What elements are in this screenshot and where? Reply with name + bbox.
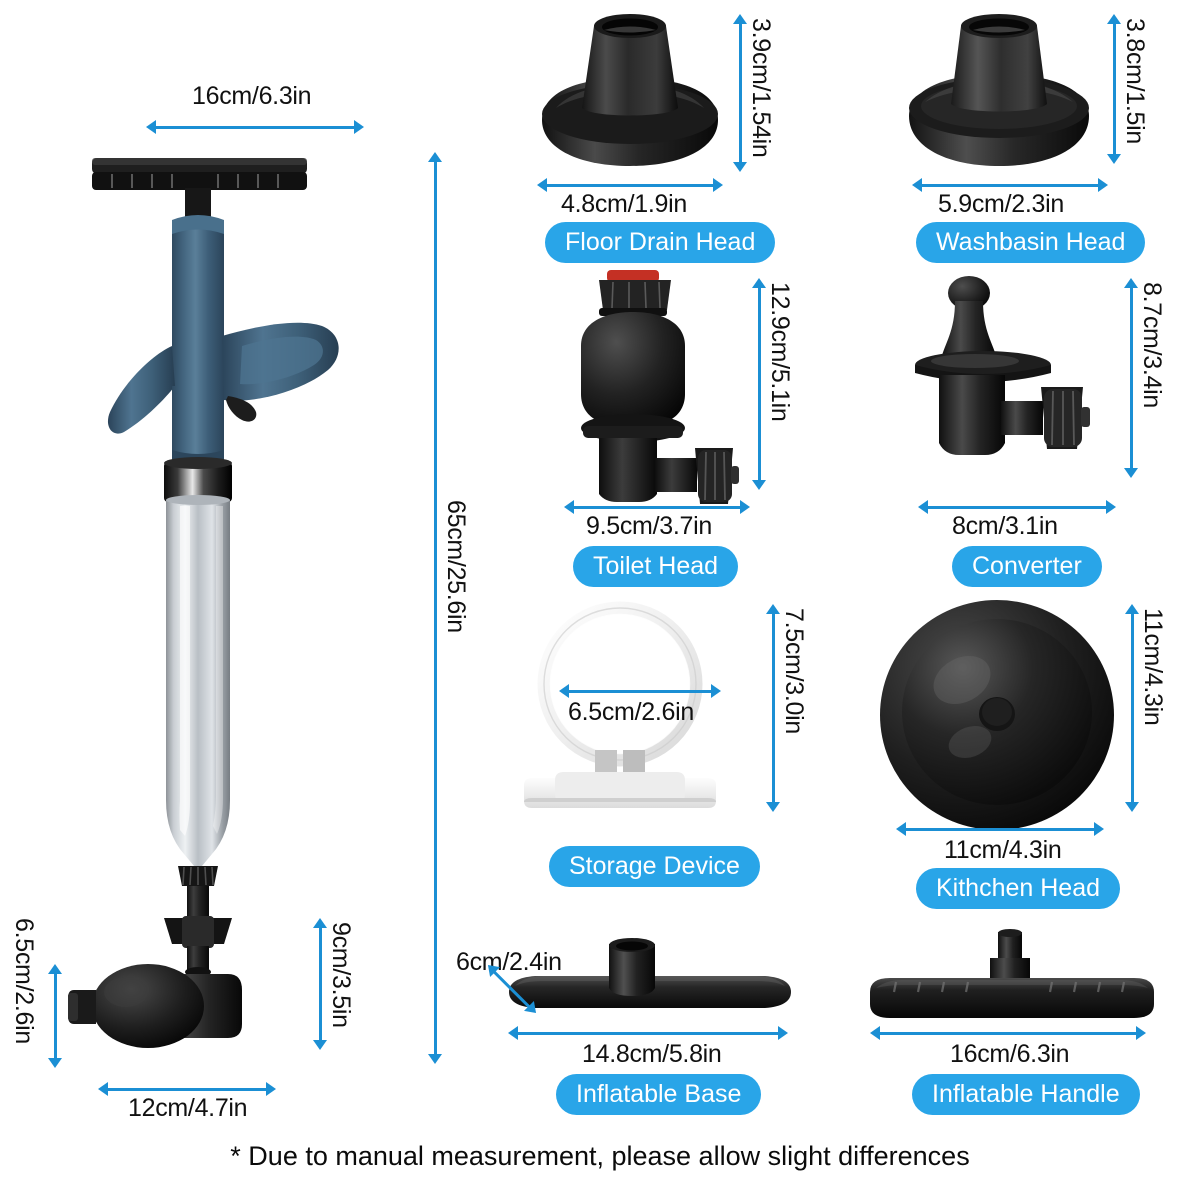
arrow-toilet-head-height (752, 278, 766, 490)
dim-pump-nozzle-height: 9cm/3.5in (327, 922, 355, 1028)
dim-pump-head-height: 6.5cm/2.6in (10, 918, 38, 1044)
dim-pump-handle-width: 16cm/6.3in (192, 82, 312, 110)
dim-storage-height: 7.5cm/3.0in (780, 608, 808, 734)
storage-device-illustration (520, 592, 730, 822)
arrow-washbasin-height (1107, 14, 1121, 164)
arrow-floor-drain-width (537, 178, 723, 192)
kitchen-head-illustration (878, 596, 1116, 834)
arrow-toilet-head-width (564, 500, 750, 514)
dim-inflatable-base-height: 6cm/2.4in (456, 948, 562, 976)
dim-toilet-head-width: 9.5cm/3.7in (586, 512, 712, 540)
arrow-storage-height (766, 604, 780, 812)
arrow-pump-handle-width (146, 120, 364, 134)
dim-inflatable-handle-width: 16cm/6.3in (950, 1040, 1070, 1068)
arrow-inflatable-base-width (508, 1026, 788, 1040)
converter-illustration (905, 275, 1115, 490)
label-inflatable-handle: Inflatable Handle (912, 1074, 1140, 1115)
dim-floor-drain-width: 4.8cm/1.9in (561, 190, 687, 218)
arrow-floor-drain-height (733, 14, 747, 172)
dim-pump-head-width: 12cm/4.7in (128, 1094, 248, 1122)
arrow-pump-nozzle-height (313, 918, 327, 1050)
dim-inflatable-base-width: 14.8cm/5.8in (582, 1040, 722, 1068)
dim-washbasin-width: 5.9cm/2.3in (938, 190, 1064, 218)
arrow-storage-width (559, 684, 721, 698)
arrow-pump-head-height (48, 964, 62, 1068)
arrow-converter-height (1124, 278, 1138, 478)
label-storage-device: Storage Device (549, 846, 760, 887)
dim-storage-width: 6.5cm/2.6in (568, 698, 694, 726)
label-converter: Converter (952, 546, 1102, 587)
arrow-converter-width (918, 500, 1116, 514)
label-kitchen-head: Kithchen Head (916, 868, 1121, 909)
arrow-kitchen-head-width (896, 822, 1104, 836)
dim-washbasin-height: 3.8cm/1.5in (1121, 18, 1149, 144)
floor-drain-head-illustration (520, 8, 740, 183)
toilet-head-illustration (555, 268, 755, 504)
label-washbasin-head: Washbasin Head (916, 222, 1146, 263)
dim-kitchen-head-height: 11cm/4.3in (1139, 608, 1167, 726)
dim-toilet-head-height: 12.9cm/5.1in (766, 282, 794, 422)
arrow-kitchen-head-height (1125, 604, 1139, 812)
arrow-inflatable-handle-width (870, 1026, 1146, 1040)
pump-illustration (60, 150, 460, 1080)
washbasin-head-illustration (895, 8, 1105, 183)
arrow-pump-head-width (98, 1082, 276, 1096)
inflatable-base-illustration (495, 938, 805, 1030)
dim-kitchen-head-width: 11cm/4.3in (944, 836, 1062, 864)
measurement-disclaimer: * Due to manual measurement, please allo… (230, 1141, 970, 1171)
arrow-washbasin-width (912, 178, 1108, 192)
dim-converter-height: 8.7cm/3.4in (1138, 282, 1166, 408)
arrow-pump-total-height (428, 152, 442, 1064)
dim-pump-total-height: 65cm/25.6in (442, 500, 470, 633)
dim-floor-drain-height: 3.9cm/1.54in (747, 18, 775, 158)
dim-converter-width: 8cm/3.1in (952, 512, 1058, 540)
inflatable-handle-illustration (862, 929, 1162, 1030)
label-inflatable-base: Inflatable Base (556, 1074, 762, 1115)
label-floor-drain-head: Floor Drain Head (545, 222, 776, 263)
label-toilet-head: Toilet Head (573, 546, 739, 587)
